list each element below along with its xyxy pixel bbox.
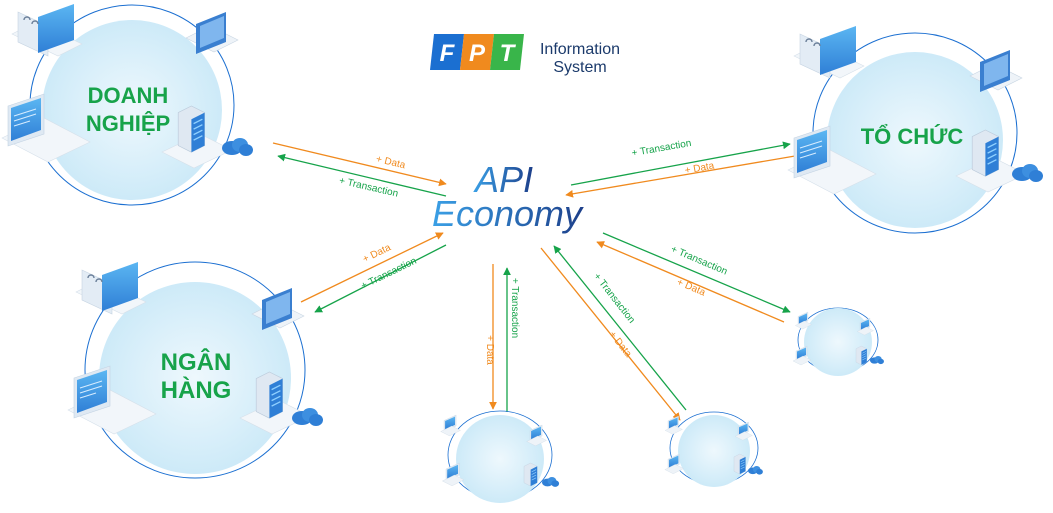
hub-ngan-hang: NGÂN HÀNG [67,261,323,479]
edge-tochuc-transaction-line [570,141,791,186]
hub-label-ngan: NGÂN [161,348,232,376]
hub-label-to-chuc: TỔ CHỨC [861,124,964,149]
edge-ngan-data-line [300,232,444,303]
logo-letter-t: T [500,40,517,67]
cloud-icon [1012,164,1043,182]
hub-label-doanh: DOANH [88,83,169,108]
monitor-icon [440,414,461,437]
folder-icon [251,288,305,330]
logo-system: System [553,59,606,76]
economy-text: Economy [432,193,584,234]
logo-information: Information [540,41,620,58]
monitor-icon [11,4,83,57]
connection-lines: + Data+ Transaction+ Data+ Transaction+ … [272,138,796,421]
edge-br-data-line [540,247,681,421]
hub-label-hang: HÀNG [161,376,232,404]
logo-letter-p: P [469,40,486,67]
edge-ngan-transaction-line [314,244,447,313]
laptop-icon [67,365,157,435]
fpt-logo: F P T Information System [430,34,620,76]
hub-label-nghiep: NGHIỆP [86,111,170,136]
node-right [792,307,884,376]
edge-ngan-data-label: + Data [361,242,393,265]
fpt-logo-mark: F P T [430,34,524,70]
cloud-icon [748,466,763,475]
folder-icon [969,50,1023,92]
hub-doanh-nghiep: DOANH NGHIỆP [1,4,253,206]
edge-right-transaction-label: + Transaction [669,244,729,278]
edge-bl-data-label: + Data [484,335,495,365]
api-economy-title: API Economy [432,159,584,234]
node-bottom-left [440,410,560,503]
laptop-icon [787,125,877,195]
logo-letter-f: F [440,40,456,67]
edge-br-data-label: + Data [606,329,633,360]
monitor-icon [75,262,147,315]
edge-doanh-data-line [272,142,447,187]
edge-bl-transaction-label: + Transaction [509,278,520,338]
folder-icon [185,12,239,54]
edge-right-transaction-line [602,232,791,313]
cloud-icon [222,138,253,156]
api-text: API [473,159,533,200]
edge-tochuc-transaction-label: + Transaction [631,138,692,159]
edge-tochuc-data-label: + Data [684,160,716,176]
edge-br-transaction-line [553,245,687,411]
edge-tochuc-data-line [565,155,796,198]
server-icon [855,345,868,366]
node-bottom-right [664,411,763,487]
edge-doanh-transaction-line [277,153,447,197]
edge-right-data-label: + Data [675,277,707,299]
edge-right-data-line [596,241,785,323]
server-icon [733,453,746,475]
hub-to-chuc: TỔ CHỨC [787,26,1043,234]
edge-doanh-transaction-label: + Transaction [338,175,399,199]
monitor-icon [793,26,865,79]
laptop-icon [1,93,91,163]
server-icon [523,462,538,487]
